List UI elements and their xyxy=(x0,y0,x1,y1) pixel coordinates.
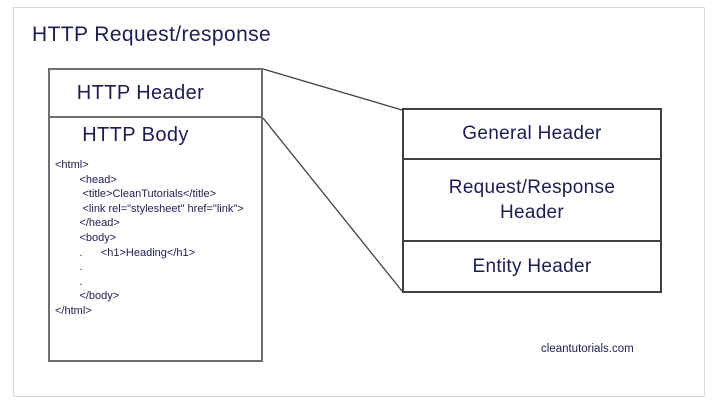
http-header-label: HTTP Header xyxy=(76,81,205,104)
diagram-title: HTTP Request/response xyxy=(32,23,272,46)
http-header-detail-box: General Header Request/Response Header E… xyxy=(402,108,662,293)
request-response-header-label: Request/Response Header xyxy=(448,176,616,223)
entity-header-label: Entity Header xyxy=(472,255,592,277)
entity-header-section: Entity Header xyxy=(404,242,660,291)
html-code-sample: <html> <head> <title>CleanTutorials</tit… xyxy=(55,159,244,317)
http-body-section: HTTP Body <html> <head> <title>CleanTuto… xyxy=(50,118,261,319)
general-header-section: General Header xyxy=(404,110,660,160)
http-message-box: HTTP Header HTTP Body <html> <head> <tit… xyxy=(48,68,263,362)
http-body-label: HTTP Body xyxy=(82,124,189,146)
watermark-text: cleantutorials.com xyxy=(541,343,634,355)
http-header-section: HTTP Header xyxy=(50,70,261,118)
request-response-header-section: Request/Response Header xyxy=(404,160,660,242)
general-header-label: General Header xyxy=(462,123,602,144)
